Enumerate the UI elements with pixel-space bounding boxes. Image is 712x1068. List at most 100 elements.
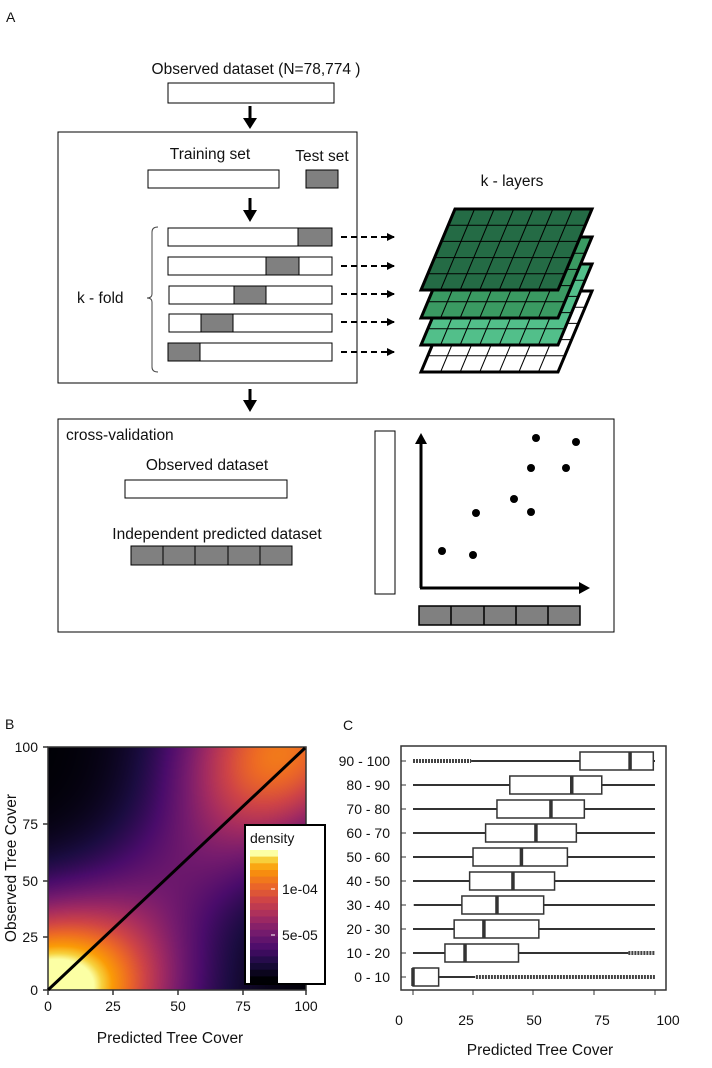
- k-layer-1: [418, 207, 595, 292]
- y-tick-label: 100: [15, 739, 39, 755]
- svg-text:B: B: [5, 716, 14, 732]
- y-tick-label: 75: [22, 816, 38, 832]
- y-tick-label: 70 - 80: [346, 801, 390, 817]
- cv-predicted-label: Independent predicted dataset: [112, 526, 322, 543]
- legend-tick-label: 5e-05: [282, 927, 318, 943]
- colorbar-band: [250, 909, 278, 918]
- box: [453, 919, 540, 939]
- box-row-30-40: 30 - 40: [346, 895, 655, 915]
- box-row-20-30: 20 - 30: [346, 919, 655, 939]
- x-tick-label: 100: [294, 998, 318, 1014]
- y-tick-label: 20 - 30: [346, 921, 390, 937]
- training-set-bar: [147, 169, 280, 189]
- box: [444, 943, 520, 963]
- k-fold-rows: [167, 227, 333, 362]
- y-tick-label: 40 - 50: [346, 873, 390, 889]
- b-x-axis-label: Predicted Tree Cover: [97, 1030, 243, 1047]
- k-layers-stack: [418, 207, 595, 374]
- observed-dataset-bar: [167, 82, 335, 104]
- scatter-axes: [415, 433, 590, 594]
- y-tick-label: 80 - 90: [346, 777, 390, 793]
- colorbar-band: [250, 850, 278, 858]
- fold-4: [168, 313, 333, 333]
- colorbar-band: [250, 943, 278, 951]
- down-arrow-icon: [243, 106, 257, 129]
- x-tick-label: 100: [656, 1012, 680, 1028]
- x-tick-label: 50: [526, 1012, 542, 1028]
- x-tick-label: 25: [105, 998, 121, 1014]
- box: [496, 799, 586, 819]
- colorbar-band: [250, 896, 278, 904]
- k-fold-label: k - fold: [77, 290, 124, 307]
- b-y-axis-label: Observed Tree Cover: [3, 794, 20, 942]
- down-arrow-icon: [243, 389, 257, 412]
- observed-dataset-title: Observed dataset (N=78,774 ): [152, 61, 361, 78]
- y-tick-label: 0 - 10: [354, 969, 390, 985]
- training-set-label: Training set: [170, 146, 251, 163]
- scatter-predicted-bar: [418, 605, 581, 626]
- svg-text:C: C: [343, 717, 353, 733]
- panel-a: A Observed dataset (N=78,774 ) Training …: [6, 9, 615, 633]
- box: [412, 967, 440, 987]
- box-row-90-100: 90 - 100: [339, 751, 655, 771]
- test-set-label: Test set: [295, 148, 349, 165]
- colorbar-band: [250, 870, 278, 878]
- colorbar-band: [250, 969, 278, 977]
- y-tick-label: 60 - 70: [346, 825, 390, 841]
- x-tick-label: 50: [170, 998, 186, 1014]
- box-row-50-60: 50 - 60: [346, 847, 655, 867]
- legend-tick-label: 1e-04: [282, 881, 318, 897]
- box-row-70-80: 70 - 80: [346, 799, 655, 819]
- colorbar-band: [250, 963, 278, 971]
- cv-predicted-bar: [130, 545, 293, 566]
- cross-validation-box: [57, 418, 615, 633]
- cross-validation-label: cross-validation: [66, 427, 174, 444]
- colorbar-band: [250, 936, 278, 944]
- x-tick-label: 0: [44, 998, 52, 1014]
- box: [509, 775, 603, 795]
- colorbar-band: [250, 889, 278, 898]
- colorbar-band: [250, 976, 278, 984]
- c-x-axis-label: Predicted Tree Cover: [467, 1042, 613, 1059]
- box-row-0-10: 0 - 10: [354, 967, 655, 987]
- one-to-one-line: [46, 746, 307, 992]
- x-tick-label: 75: [594, 1012, 610, 1028]
- training-box: [57, 131, 358, 384]
- colorbar-band: [250, 949, 278, 957]
- colorbar-band: [250, 903, 278, 911]
- scatter-observed-bar: [374, 430, 396, 595]
- box: [579, 751, 655, 771]
- colorbar-band: [250, 929, 278, 937]
- x-tick-label: 0: [395, 1012, 403, 1028]
- k-fold-bracket: [146, 226, 159, 373]
- down-arrow-icon: [243, 198, 257, 222]
- fold-2: [167, 256, 333, 276]
- colorbar-band: [250, 863, 278, 871]
- colorbar-band: [250, 956, 278, 964]
- colorbar-band: [250, 876, 278, 884]
- box: [461, 895, 545, 915]
- cv-observed-label: Observed dataset: [146, 457, 269, 474]
- y-tick-label: 50: [22, 873, 38, 889]
- panel-a-label: A: [6, 9, 16, 25]
- box-row-60-70: 60 - 70: [346, 823, 655, 843]
- colorbar-band: [250, 856, 278, 864]
- box: [484, 823, 578, 843]
- dashed-arrows: [341, 233, 395, 356]
- y-tick-label: 10 - 20: [346, 945, 390, 961]
- panel-c: C 0 - 10 10 - 20 20 - 30 30 - 40 40 - 50 50 -…: [339, 717, 680, 1059]
- colorbar-band: [250, 916, 278, 924]
- colorbar-band: [250, 883, 278, 891]
- y-tick-label: 90 - 100: [339, 753, 391, 769]
- box-row-80-90: 80 - 90: [346, 775, 655, 795]
- y-tick-label: 0: [30, 982, 38, 998]
- scatter-points: [438, 434, 580, 559]
- y-tick-label: 50 - 60: [346, 849, 390, 865]
- test-set-bar: [305, 169, 339, 189]
- legend-title: density: [250, 830, 294, 846]
- y-tick-label: 25: [22, 929, 38, 945]
- colorbar-band: [250, 923, 278, 931]
- cv-observed-bar: [124, 479, 288, 499]
